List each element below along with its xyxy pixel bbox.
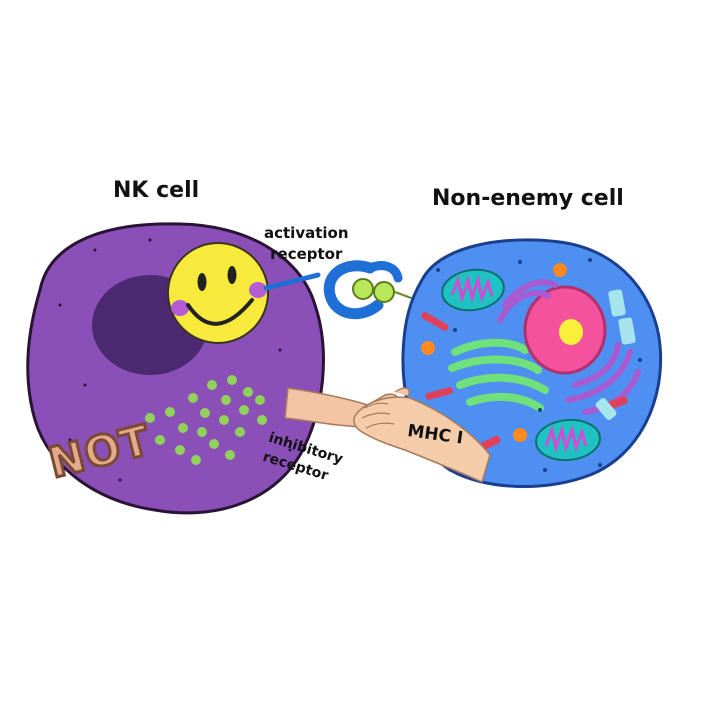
nk-cell-label: NK cell [113, 178, 200, 203]
activation-receptor-label-line1: activation [264, 224, 349, 242]
target-arm [353, 396, 491, 484]
activation-receptor [263, 260, 403, 320]
non-enemy-cell-label: Non-enemy cell [432, 186, 624, 211]
endoplasmic-reticulum [448, 338, 549, 412]
nk-granules [145, 375, 267, 465]
mitochondrion-top [441, 268, 505, 312]
activation-ligand [352, 278, 423, 303]
handshake-icon [284, 387, 491, 484]
mitochondrion-bottom [535, 418, 601, 462]
activation-receptor-label-line2: receptor [270, 245, 343, 263]
activation-receptor-label: activation receptor [264, 223, 349, 265]
smiley-face-icon [167, 242, 269, 344]
non-enemy-cell [401, 238, 663, 488]
non-enemy-nucleus [523, 285, 607, 375]
